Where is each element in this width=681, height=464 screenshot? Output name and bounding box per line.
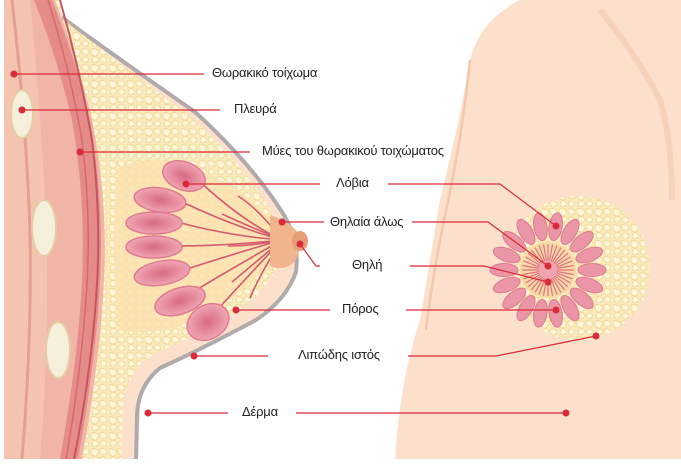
label-skin: Δέρμα — [242, 404, 278, 419]
rib-1 — [11, 90, 33, 138]
rib-2 — [32, 200, 56, 256]
lobule-petal — [578, 264, 606, 277]
label-chest-muscles: Μύες του θωρακικού τοιχώματος — [262, 143, 444, 158]
rib-3 — [46, 322, 70, 378]
label-lobules: Λόβια — [336, 175, 369, 190]
label-chest-wall: Θωρακικό τοίχωμα — [212, 65, 317, 80]
front-view — [395, 0, 681, 459]
label-nipple: Θηλή — [352, 257, 382, 272]
label-fat: Λιπώδης ιστός — [298, 347, 380, 362]
label-rib: Πλευρά — [234, 101, 277, 116]
label-duct: Πόρος — [342, 301, 379, 316]
label-areola: Θηλαία άλως — [330, 214, 403, 229]
lobule-petal — [490, 264, 518, 277]
